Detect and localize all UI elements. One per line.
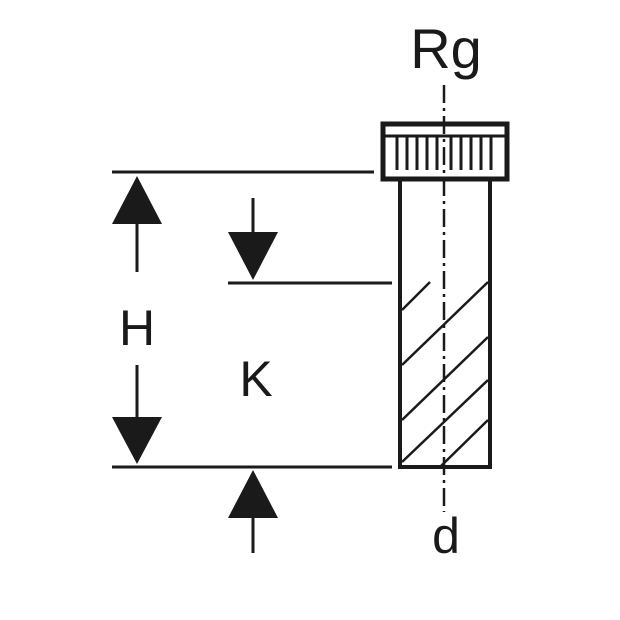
arrow-down-icon [228,232,278,280]
h-dimension [112,176,162,464]
knurled-cap [380,121,510,182]
label-h: H [119,300,155,356]
arrow-down-icon [112,417,162,464]
k-dimension [228,198,278,553]
arrow-up-icon [112,176,162,224]
insertion-hatching [401,281,489,468]
label-k: K [239,351,272,407]
arrow-up-icon [228,470,278,518]
label-d: d [432,508,460,564]
pipe-body [398,179,492,469]
label-rg: Rg [410,17,482,80]
